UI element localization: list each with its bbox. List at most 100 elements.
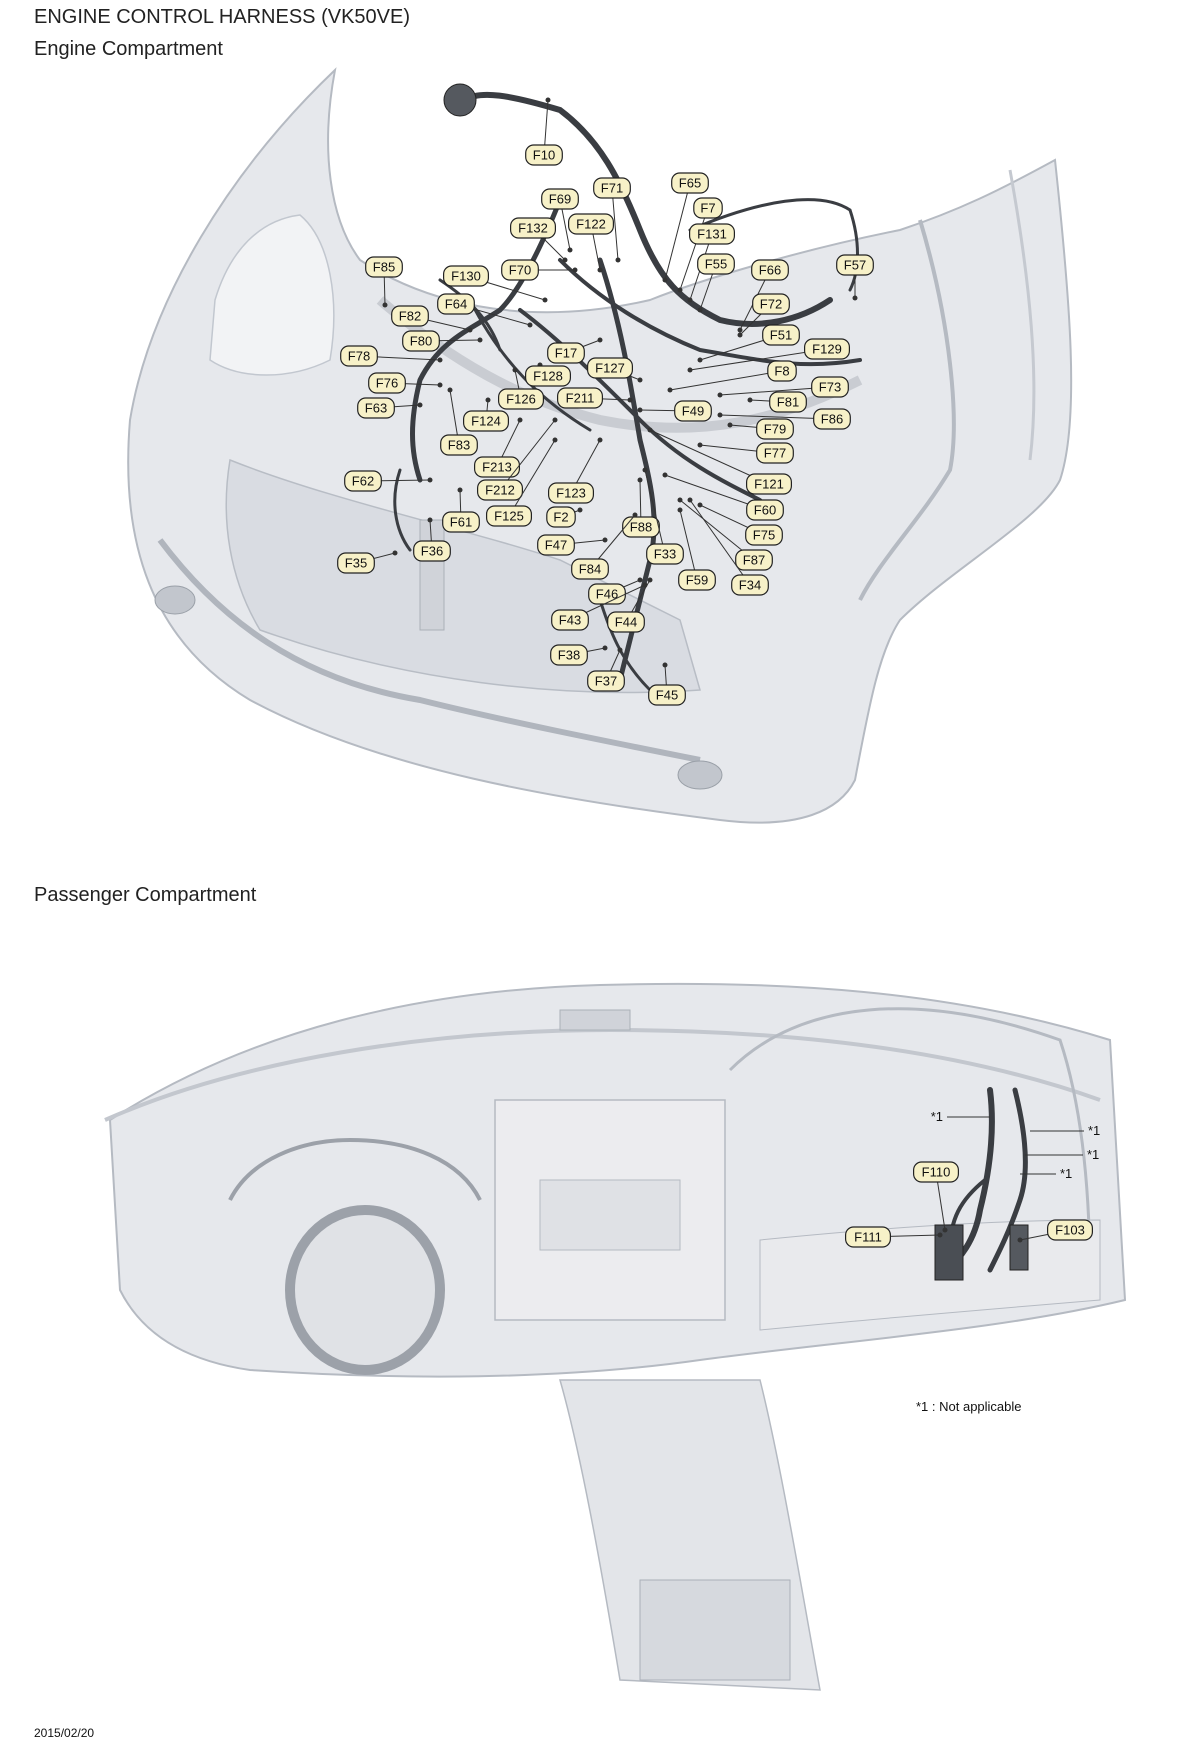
- connector-tag-f64: F64: [437, 293, 533, 328]
- connector-tag-f211: F211: [556, 387, 633, 409]
- connector-tag-f8: F8: [667, 360, 797, 393]
- connector-tag-f59: F59: [677, 507, 716, 591]
- tag-label: F71: [601, 181, 623, 196]
- tag-box: [756, 418, 794, 440]
- connector-point: [417, 402, 423, 408]
- connector-tag-f132: F132: [510, 217, 568, 263]
- connector-tag-f81: F81: [747, 391, 807, 413]
- connector-tag-f36: F36: [413, 517, 451, 562]
- not-applicable-note: *1 : Not applicable: [916, 1399, 1022, 1414]
- connector-tag-f72: F72: [737, 293, 790, 338]
- tag-label: F75: [753, 528, 775, 543]
- tag-label: F132: [518, 221, 548, 236]
- tag-box: [762, 324, 800, 346]
- connector-point: [527, 322, 533, 328]
- connector-point: [602, 537, 608, 543]
- connector-point: [717, 392, 723, 398]
- connector-tag-f70: F70: [501, 259, 578, 281]
- tag-label: F63: [365, 401, 387, 416]
- tag-label: F34: [739, 578, 761, 593]
- tag-box: [551, 609, 589, 631]
- tag-label: F213: [482, 460, 512, 475]
- leader-line: [664, 182, 691, 281]
- connector-tag-f126: F126: [498, 367, 545, 410]
- connector-tag-f127: F127: [586, 357, 643, 383]
- tag-label: F62: [352, 474, 374, 489]
- tag-label: F17: [555, 346, 577, 361]
- tag-label: F126: [506, 392, 536, 407]
- connector-point: [637, 477, 643, 483]
- tag-label: F130: [451, 269, 481, 284]
- engine-compartment-heading: Engine Compartment: [34, 38, 223, 60]
- tag-label: F84: [579, 562, 601, 577]
- tag-label: F80: [410, 334, 432, 349]
- connector-tag-f84: F84: [571, 512, 638, 580]
- tag-box: [767, 360, 797, 382]
- tag-box: [593, 177, 631, 199]
- connector-point: [602, 645, 608, 651]
- connector-tag-f69: F69: [541, 188, 579, 253]
- connector-tag-f44: F44: [607, 577, 653, 633]
- connector-tag-f130: F130: [443, 265, 548, 303]
- connector-point: [552, 437, 558, 443]
- connector-tag-f103: F103: [1017, 1219, 1093, 1243]
- marker-label: *1: [1060, 1166, 1072, 1181]
- tag-box: [474, 456, 521, 478]
- tag-box: [769, 391, 807, 413]
- tag-box: [745, 524, 783, 546]
- connector-tag-f17: F17: [547, 337, 603, 364]
- connector-point: [747, 397, 753, 403]
- connector-point: [542, 297, 548, 303]
- connector-point: [615, 257, 621, 263]
- connector-tag-f7: F7: [677, 197, 723, 293]
- tag-box: [836, 254, 874, 276]
- tag-label: F128: [533, 369, 563, 384]
- connector-tag-f71: F71: [593, 177, 631, 263]
- tag-label: F72: [760, 297, 782, 312]
- tag-box: [443, 265, 490, 287]
- leader-line: [679, 509, 698, 581]
- leader-line: [508, 439, 556, 517]
- passenger-compartment-heading: Passenger Compartment: [34, 884, 257, 906]
- tag-box: [745, 473, 792, 495]
- connector-tag-f62: F62: [344, 470, 433, 492]
- connector-point: [437, 357, 443, 363]
- connector-point: [485, 397, 491, 403]
- tag-box: [751, 259, 789, 281]
- connector-tag-f131: F131: [687, 223, 735, 303]
- tag-label: F38: [558, 648, 580, 663]
- tag-label: F64: [445, 297, 467, 312]
- tag-box: [1046, 1219, 1093, 1241]
- leader-line: [611, 187, 619, 261]
- passenger-harness-wires: [934, 1087, 1029, 1281]
- tag-box: [756, 442, 794, 464]
- connector-tag-f57: F57: [836, 254, 874, 301]
- connector-point: [382, 302, 388, 308]
- connector-point: [687, 497, 693, 503]
- tag-box: [912, 1161, 959, 1183]
- tag-box: [510, 217, 557, 239]
- connector-point: [637, 577, 643, 583]
- tag-label: F33: [654, 547, 676, 562]
- connector-point: [687, 367, 693, 373]
- connector-tag-f73: F73: [717, 376, 849, 398]
- connector-tag-f38: F38: [550, 644, 608, 666]
- leader-line: [669, 370, 783, 391]
- tag-box: [344, 470, 382, 492]
- leader-line: [679, 207, 709, 291]
- not-applicable-marker: *1: [1025, 1147, 1099, 1162]
- marker-label: *1: [1088, 1123, 1100, 1138]
- tag-label: F43: [559, 613, 581, 628]
- tag-box: [844, 1226, 891, 1248]
- connector-tag-f45: F45: [648, 662, 686, 706]
- tag-box: [803, 338, 850, 360]
- connector-point: [727, 422, 733, 428]
- tag-label: F88: [630, 520, 652, 535]
- connector-tag-f88: F88: [622, 477, 660, 538]
- connector-tag-f87: F87: [677, 497, 773, 571]
- tag-label: F44: [615, 615, 637, 630]
- tag-box: [731, 574, 769, 596]
- tag-box: [697, 253, 735, 275]
- tag-label: F77: [764, 446, 786, 461]
- tag-box: [648, 684, 686, 706]
